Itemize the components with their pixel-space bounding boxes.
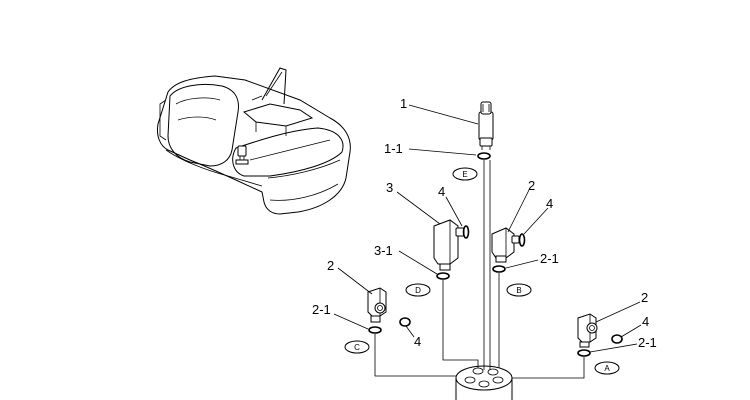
callout-2-right: 2 — [641, 290, 648, 305]
part-1-connector — [478, 101, 494, 150]
callout-4-left: 4 — [414, 334, 421, 349]
port-tag-e: E — [452, 167, 478, 181]
port-tag-a: A — [594, 361, 620, 375]
leader-lines — [333, 104, 642, 353]
o-ring-2-1-right — [577, 349, 591, 357]
o-ring-4-upper-left — [462, 225, 470, 239]
port-block — [455, 365, 513, 400]
svg-text:A: A — [604, 364, 610, 373]
callout-4-top-right: 4 — [546, 196, 553, 211]
callout-3-1: 3-1 — [374, 243, 393, 258]
svg-text:C: C — [354, 343, 360, 352]
port-tag-d: D — [405, 283, 431, 297]
svg-text:E: E — [462, 170, 467, 179]
callout-4-right: 4 — [642, 314, 649, 329]
callout-1-1: 1-1 — [384, 141, 403, 156]
callout-2-1-left: 2-1 — [312, 302, 331, 317]
callout-4-top-left: 4 — [438, 184, 445, 199]
part-2-elbow-left — [367, 287, 387, 323]
o-ring-4-upper-right — [518, 233, 526, 247]
o-ring-3-1 — [436, 272, 450, 280]
svg-text:D: D — [415, 286, 421, 295]
callout-1: 1 — [400, 96, 407, 111]
part-2-elbow-right — [577, 313, 598, 348]
machine-overview — [157, 67, 351, 215]
svg-text:B: B — [516, 286, 521, 295]
part-3-elbow — [433, 219, 465, 271]
o-ring-1-1 — [477, 152, 491, 160]
o-ring-2-1-left — [368, 326, 382, 334]
callout-2-1-mid: 2-1 — [540, 251, 559, 266]
o-ring-4-left — [399, 317, 411, 327]
port-tag-b: B — [506, 283, 532, 297]
o-ring-4-right — [611, 334, 623, 344]
hose-routes — [374, 160, 585, 379]
callout-2-left: 2 — [327, 258, 334, 273]
port-tag-c: C — [344, 340, 370, 354]
callout-2-1-right: 2-1 — [638, 335, 657, 350]
callout-2-top-right: 2 — [528, 178, 535, 193]
o-ring-2-1-mid — [492, 265, 506, 273]
part-2-elbow-upper — [491, 227, 520, 263]
callout-3: 3 — [386, 180, 393, 195]
